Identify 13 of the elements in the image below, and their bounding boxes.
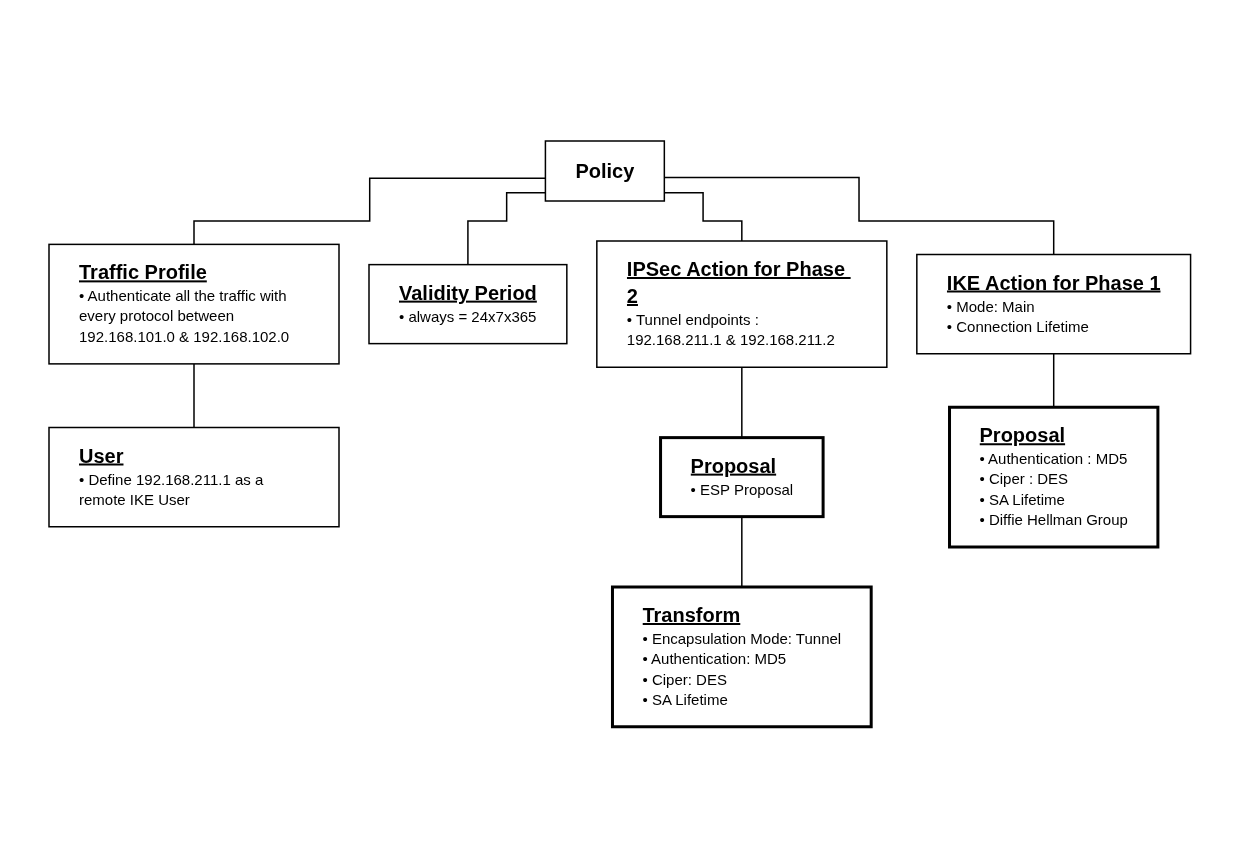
- node-box: IKE Action for Phase 1 • Mode: Main • Connection Lifetime: [915, 253, 1192, 355]
- node-box: Proposal • ESP Proposal: [658, 436, 825, 519]
- node-box: IPSec Action for Phase 2 • Tunnel endpoints : 192.168.211.1 & 192.168.211.2: [595, 240, 888, 369]
- node-box: Proposal • Authentication : MD5 • Ciper : DES • SA Lifetime • Diffie Hellman Group: [947, 405, 1160, 549]
- node-box: Transform • Encapsulation Mode: Tunnel • Authentication: MD5 • Ciper: DES • SA Lifetime: [610, 585, 873, 729]
- connector: [192, 363, 195, 429]
- connector: [740, 516, 743, 588]
- node-box: Traffic Profile • Authenticate all the traffic with every protocol between 192.168.101.0 & 192.168.102.0: [47, 243, 340, 365]
- connector: [192, 177, 546, 246]
- node-box: User • Define 192.168.211.1 as a remote IKE User: [47, 426, 340, 528]
- connector: [466, 192, 546, 266]
- node-box: Validity Period • always = 24x7x365: [367, 264, 568, 345]
- node-box: Policy: [544, 140, 665, 202]
